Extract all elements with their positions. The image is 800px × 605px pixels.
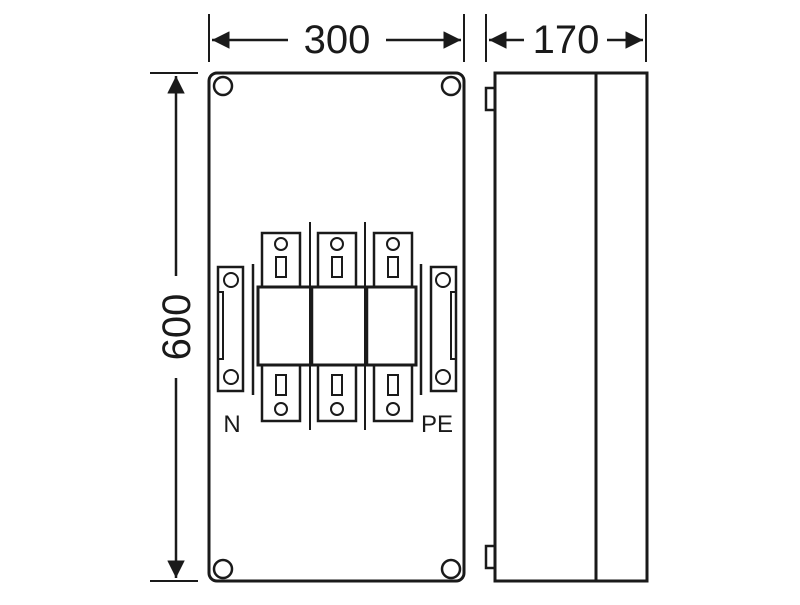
- fuse-base: [251, 222, 423, 430]
- pe-terminal-screw-top: [435, 272, 451, 288]
- phase-3-top-clip: [387, 256, 399, 278]
- phase-3-bottom-contact: [372, 363, 414, 423]
- front-view: N PE: [207, 71, 466, 583]
- phase-2-bottom-screw: [330, 402, 344, 416]
- phase-1-bottom-screw: [274, 402, 288, 416]
- pe-terminal: [429, 265, 458, 393]
- pe-terminal-body: [429, 265, 458, 393]
- hinge-bottom: [484, 544, 497, 570]
- phase-2-top-clip: [331, 256, 343, 278]
- enclosure-front-outline: [207, 71, 466, 583]
- pe-terminal-slot: [450, 291, 457, 360]
- neutral-terminal-slot: [217, 291, 224, 360]
- width-value: 300: [304, 18, 371, 62]
- phase-1-top-screw: [274, 237, 288, 251]
- phase-3-top-screw: [386, 237, 400, 251]
- phase-1-contacts: [260, 231, 302, 423]
- neutral-label: N: [223, 411, 240, 438]
- phase-3-top-contact: [372, 231, 414, 289]
- width-dimension: 300: [208, 14, 465, 62]
- phase-2-bottom-contact: [316, 363, 358, 423]
- phase-2-top-contact: [316, 231, 358, 289]
- depth-dimension: 170: [485, 14, 647, 62]
- neutral-terminal-screw-top: [223, 272, 239, 288]
- pe-terminal-screw-bottom: [435, 369, 451, 385]
- side-view: [484, 71, 649, 583]
- phase-1-top-clip: [275, 256, 287, 278]
- neutral-terminal-body: [216, 265, 245, 393]
- corner-screw-top-left: [212, 75, 234, 97]
- phase-1-bottom-contact: [260, 363, 302, 423]
- phase-3-bottom-clip: [387, 374, 399, 396]
- neutral-terminal: [216, 265, 245, 393]
- corner-screw-top-right: [440, 75, 462, 97]
- height-value: 600: [155, 294, 199, 361]
- phase-2-contacts: [316, 231, 358, 423]
- enclosure-side-outline: [493, 71, 649, 583]
- hinge-top: [484, 86, 497, 112]
- phase-1-bottom-clip: [275, 374, 287, 396]
- phase-2-bottom-clip: [331, 374, 343, 396]
- phase-3-bottom-screw: [386, 402, 400, 416]
- phase-2-top-screw: [330, 237, 344, 251]
- depth-value: 170: [533, 18, 600, 62]
- corner-screw-bottom-right: [440, 558, 462, 580]
- corner-screw-bottom-left: [212, 558, 234, 580]
- phase-1-top-contact: [260, 231, 302, 289]
- pe-label: PE: [421, 411, 453, 438]
- height-dimension: 600: [150, 72, 199, 582]
- phase-3-contacts: [372, 231, 414, 423]
- fuse-body-outline: [256, 285, 418, 367]
- neutral-terminal-screw-bottom: [223, 369, 239, 385]
